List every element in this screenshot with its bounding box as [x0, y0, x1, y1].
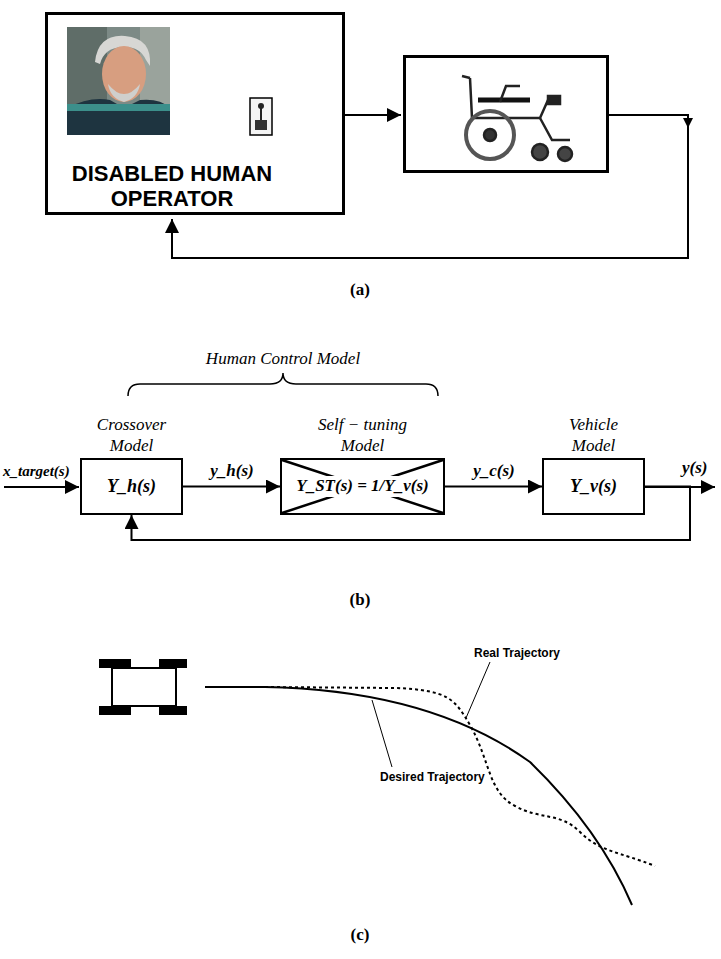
- text-label: y(s): [682, 458, 707, 478]
- group-brace: [128, 373, 438, 396]
- vehicle-icon: [100, 660, 186, 714]
- text-label: (a): [350, 280, 370, 300]
- leader-line: [372, 700, 392, 767]
- text-label: Desired Trajectory: [380, 770, 485, 784]
- arrow-head: [683, 118, 693, 128]
- leader-line: [466, 662, 490, 718]
- operator-box: DISABLED HUMAN OPERATOR: [45, 12, 345, 215]
- joystick-icon: [250, 98, 272, 135]
- signal-label: y_c(s): [471, 461, 517, 481]
- signal-label: y_h(s): [208, 461, 255, 481]
- text-label: Real Trajectory: [474, 646, 560, 660]
- transfer-block: Crossover ModelY_h(s): [80, 458, 183, 515]
- vehicle-box: [405, 57, 608, 172]
- transfer-function: Y_v(s): [567, 476, 620, 498]
- desired-trajectory: [205, 687, 632, 905]
- transfer-block: Self − tuning ModelY_ST(s) = 1/Y_v(s): [280, 458, 445, 515]
- strike-cross: [282, 460, 443, 513]
- input-arrow: [4, 486, 79, 488]
- operator-label: DISABLED HUMAN OPERATOR: [52, 161, 292, 212]
- feedback-line: [172, 115, 688, 258]
- block-heading: Vehicle Model: [559, 415, 629, 456]
- real-trajectory: [265, 687, 655, 866]
- wheelchair-icon: [462, 76, 572, 161]
- block-heading: Self − tuning Model: [305, 415, 420, 456]
- text-label: (c): [351, 925, 370, 945]
- transfer-function: Y_ST(s) = 1/Y_v(s): [293, 476, 431, 496]
- block-heading: Crossover Model: [87, 415, 177, 456]
- signal-arrow: [345, 114, 401, 116]
- signal-connector: [183, 486, 280, 488]
- transfer-block: Vehicle ModelY_v(s): [542, 458, 645, 515]
- signal-connector: [445, 486, 542, 488]
- strike-cross: [282, 460, 443, 513]
- text-label: Human Control Model: [206, 349, 360, 369]
- text-label: x_target(s): [3, 462, 70, 480]
- text-label: (b): [350, 590, 371, 610]
- operator-photo: [67, 27, 170, 135]
- transfer-function: Y_h(s): [104, 476, 159, 498]
